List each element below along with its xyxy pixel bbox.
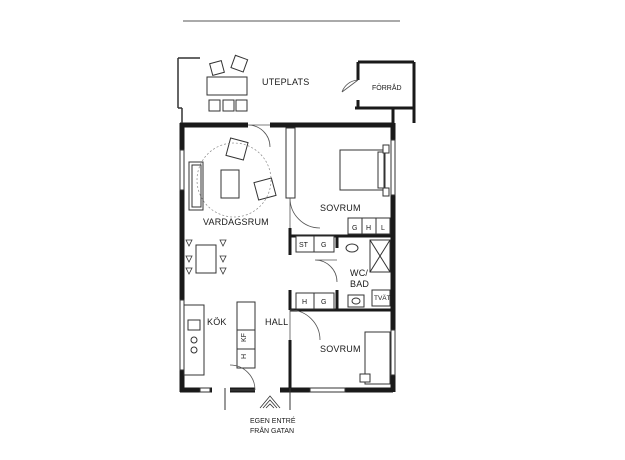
closet-g-top: G: [321, 242, 326, 249]
wardrobe-l: L: [381, 225, 385, 232]
terrace-furniture: [206, 54, 249, 112]
storage-building: [355, 60, 416, 123]
closet-h: H: [302, 299, 307, 306]
wardrobe-ghl: [347, 217, 391, 235]
windows: [179, 139, 396, 393]
kitchen-counter: [183, 304, 205, 376]
label-wc-line1: WC/: [350, 268, 368, 278]
fridge-kf: KF: [241, 333, 248, 342]
hall-closets: [295, 235, 335, 310]
entrance-line1: EGEN ENTRÉ: [250, 416, 296, 425]
wardrobe-g: G: [352, 225, 357, 232]
bedroom-top-furniture: [339, 144, 390, 197]
wardrobe-h: H: [366, 225, 371, 232]
bedroom-bottom-furniture: [359, 331, 391, 385]
bedroom-top-door-swing: [289, 197, 321, 229]
label-vardagsrum: VARDAGSRUM: [203, 217, 269, 227]
storage-door-swing: [341, 79, 359, 93]
closet-st: ST: [299, 242, 309, 249]
label-sovrum-top: SOVRUM: [320, 203, 361, 213]
label-hall: HALL: [265, 317, 288, 327]
living-furniture: [188, 137, 277, 274]
closet-g-bottom: G: [321, 299, 326, 306]
label-sovrum-bottom: SOVRUM: [320, 344, 361, 354]
entrance-line2: FRÅN GATAN: [250, 426, 294, 435]
entrance-door-swing: [229, 364, 256, 391]
entrance-arrow-icon: [259, 395, 281, 409]
label-uteplats: UTEPLATS: [262, 77, 309, 87]
terrace-door-swing: [247, 124, 271, 148]
bath-door-swing: [314, 259, 338, 283]
washer-label: TVÄTT: [374, 294, 395, 302]
bedroom-bottom-door-swing: [289, 309, 321, 341]
label-kok: KÖK: [207, 317, 227, 327]
label-wc-line2: BAD: [350, 279, 369, 289]
label-forrad: FÖRRÅD: [372, 83, 402, 92]
bathroom-fixtures: [345, 239, 391, 308]
fridge-h: H: [241, 354, 248, 359]
dining-chairs: [185, 239, 227, 275]
kitchen-island: [236, 301, 256, 369]
terrace: [177, 57, 200, 123]
wardrobe-column: [285, 127, 296, 199]
